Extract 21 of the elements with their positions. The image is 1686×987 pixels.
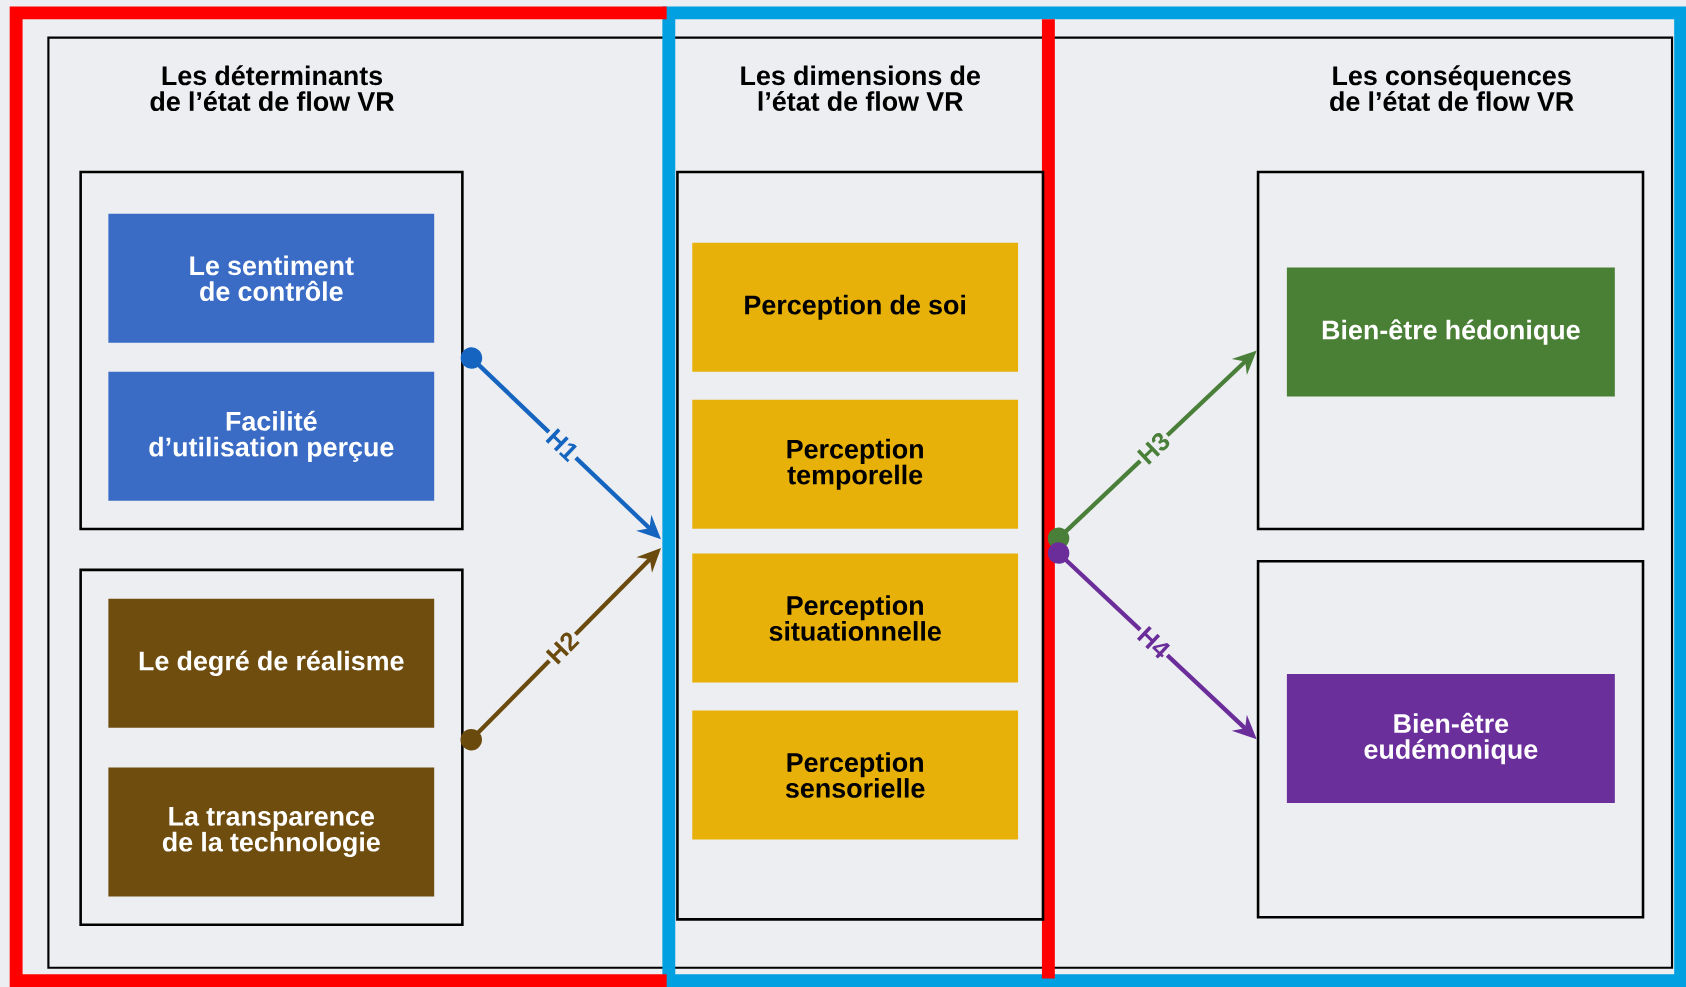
factor-box: La transparence de la technologie (108, 767, 435, 897)
group-box (79, 170, 464, 531)
column-heading: Les déterminants de l’état de flow VR (150, 65, 395, 112)
outcome-box: Bien-être hédonique (1286, 267, 1615, 397)
factor-box: Le degré de réalisme (108, 598, 435, 728)
dimension-box: Perception situationnelle (692, 553, 1019, 683)
dimension-box: Perception temporelle (692, 399, 1019, 529)
outcome-box: Bien-être eudémonique (1286, 673, 1615, 803)
edge-label: H3 (1132, 427, 1176, 470)
group-box (1256, 170, 1645, 531)
group-box (79, 568, 464, 926)
edge-label: H4 (1132, 621, 1175, 664)
column-heading: Les conséquences de l’état de flow VR (1330, 65, 1574, 112)
edge-label: H1 (541, 424, 584, 466)
factor-box: Facilité d’utilisation perçue (108, 371, 435, 501)
edge-label: H2 (541, 626, 584, 669)
group-box (1256, 559, 1645, 919)
factor-box: Le sentiment de contrôle (108, 213, 435, 343)
dimension-box: Perception de soi (692, 242, 1019, 372)
dimension-box: Perception sensorielle (692, 710, 1019, 840)
node-label: Les dimensions de l’état de flow VR (741, 65, 980, 111)
